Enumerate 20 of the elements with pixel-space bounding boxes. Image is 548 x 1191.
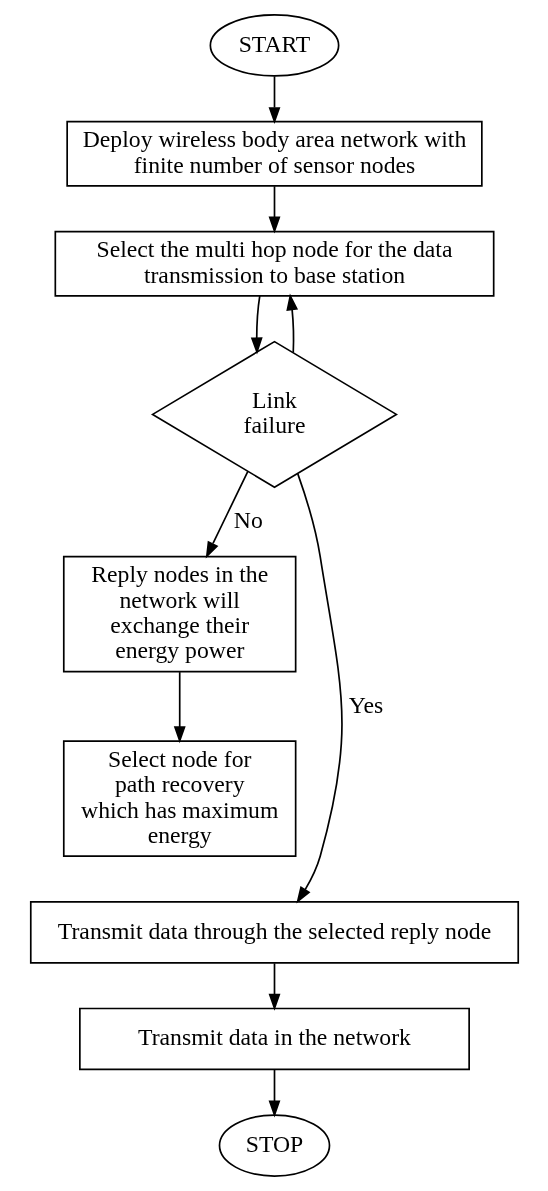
arrow: [268, 1069, 280, 1118]
edge-label: No: [233, 507, 263, 534]
arrow: [285, 293, 298, 354]
arrow: [173, 671, 186, 744]
node-box: Select node for path recovery which has maximum energy: [62, 740, 296, 857]
node-diamond: Link failure: [150, 340, 398, 489]
node-box: Transmit data through the selected reply node: [29, 901, 519, 964]
node-box: Deploy wireless body area network with finite number of sensor nodes: [65, 120, 483, 187]
edge-label: Yes: [348, 691, 383, 718]
node-box: Select the multi hop node for the data transmission to base station: [53, 230, 495, 297]
arrow: [250, 295, 263, 355]
arrow: [295, 473, 343, 904]
node-box: Transmit data in the network: [78, 1007, 470, 1071]
arrow: [268, 962, 280, 1011]
arrow: [268, 185, 280, 234]
node-ellipse: STOP: [218, 1114, 330, 1177]
node-ellipse: START: [209, 14, 339, 77]
node-box: Reply nodes in the network will exchange their energy power: [62, 555, 296, 673]
arrow: [205, 470, 249, 559]
arrow: [268, 75, 280, 125]
